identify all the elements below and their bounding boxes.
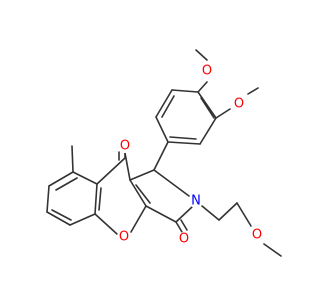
bond-benzo-5 [69, 213, 96, 226]
bond-ring-a-double-2 [169, 136, 197, 140]
bond-benzo-4 [46, 211, 71, 226]
bond-ring-a-3 [167, 141, 201, 145]
atom-label-layer: O O O O O N O [117, 64, 264, 247]
bond-ch2-to-ch2 [218, 202, 238, 221]
bond-o-to-methyl [263, 243, 282, 257]
bond-benzo-double-1 [55, 177, 78, 191]
atom-o-chromene-label: O [119, 230, 129, 245]
bond-o1-to-c2 [130, 205, 147, 233]
atom-o-methoxy-top-label: O [202, 64, 212, 79]
bond-benzo-double-3 [98, 187, 102, 211]
bond-ring-a-2 [199, 117, 217, 145]
bond-layer [46, 49, 282, 257]
bond-ring-a-double-1 [200, 97, 215, 119]
atom-o-lactam: O [177, 232, 191, 247]
bond-c8a-to-o1 [94, 213, 118, 235]
atom-o-methoxy-side-label: O [234, 97, 244, 112]
atom-n-ring-label: N [191, 194, 201, 209]
bond-c3-to-c3a [129, 179, 147, 207]
bond-ring-a-1 [197, 91, 217, 119]
bond-benzo-3 [46, 185, 50, 213]
bond-co-to-o [175, 221, 183, 233]
bond-ring-a-double-3 [161, 95, 175, 118]
bond-o-aryl-side [215, 108, 231, 119]
bond-ring-a-5 [155, 89, 173, 118]
bond-aryl-to-ch [153, 141, 169, 171]
bond-ch-to-c3 [129, 169, 155, 181]
bond-c3-to-c4 [124, 152, 131, 181]
atom-o-ether-chain: O [250, 228, 264, 243]
bond-c4a-to-c8a [94, 183, 98, 215]
bond-c2c3-double [135, 184, 151, 204]
atom-o-lactam-label: O [179, 232, 189, 247]
bond-n-to-ch2 [201, 205, 220, 221]
bond-co-to-o-double [180, 219, 188, 231]
atom-o-chromene: O [117, 230, 131, 245]
bond-methyl-methoxy-side [247, 87, 259, 95]
bond-c4-to-c4a [96, 157, 126, 185]
atom-o-ketone-top-label: O [120, 139, 130, 154]
bond-ring-a-4 [155, 116, 169, 143]
bond-ch2-to-o [236, 202, 252, 227]
bond-ch-to-n [153, 169, 190, 197]
atom-o-methoxy-side: O [232, 97, 246, 112]
atom-o-ether-chain-label: O [252, 228, 262, 243]
bond-benzo-1 [72, 171, 98, 185]
atom-n-ring: N [189, 194, 203, 209]
atom-o-methoxy-top: O [200, 64, 214, 79]
bond-methyl-benzo [71, 145, 74, 173]
bond-benzo-2 [48, 171, 74, 187]
atom-o-ketone-top: O [118, 139, 132, 154]
bond-ring-a-6 [171, 89, 199, 93]
chemical-structure-diagram: O O O O O N O [46, 49, 282, 257]
bond-c3a-to-co [145, 205, 177, 223]
bond-benzo-double-2 [51, 209, 72, 221]
bond-methyl-methoxy-top [195, 49, 208, 61]
bond-o-aryl-top [197, 81, 208, 93]
bond-co-to-n [175, 206, 193, 223]
